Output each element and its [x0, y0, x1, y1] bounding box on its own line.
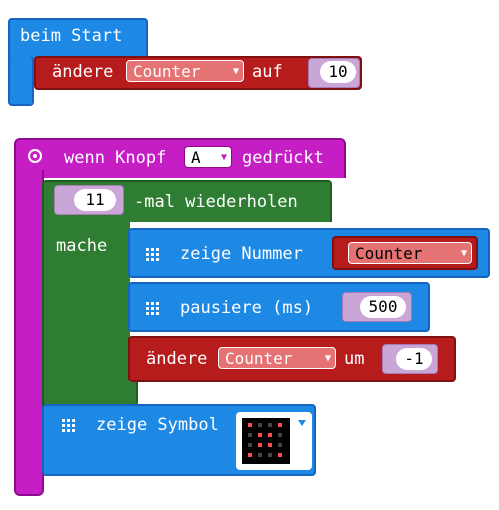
- change-counter-variable-dropdown[interactable]: Counter ▼: [218, 347, 336, 369]
- pause-label: pausiere (ms): [180, 298, 314, 318]
- on-start-body: [8, 56, 34, 106]
- show-number-variable-text: Counter: [355, 244, 423, 263]
- target-icon: [28, 149, 42, 163]
- led-pattern-icon[interactable]: [236, 412, 312, 470]
- counter-variable-text: Counter: [133, 62, 201, 81]
- on-button-hat[interactable]: [14, 138, 346, 178]
- change-counter-variable-text: Counter: [225, 349, 293, 368]
- repeat-do-label: mache: [56, 236, 108, 256]
- repeat-count-input[interactable]: 11: [74, 189, 116, 211]
- change-counter-middle: um: [344, 349, 365, 369]
- show-number-label: zeige Nummer: [180, 244, 303, 264]
- set-counter-prefix: ändere: [52, 62, 114, 82]
- on-button-spine: [14, 170, 44, 496]
- chevron-down-icon: ▼: [220, 152, 227, 163]
- show-number-variable-dropdown[interactable]: Counter ▼: [348, 242, 472, 264]
- set-value-input[interactable]: 10: [320, 61, 356, 83]
- grid-icon: [62, 418, 76, 432]
- grid-icon: [146, 247, 160, 261]
- on-button-suffix: gedrückt: [242, 148, 324, 168]
- repeat-label: -mal wiederholen: [134, 192, 298, 212]
- chevron-down-icon: ▼: [232, 66, 239, 77]
- change-value-input[interactable]: -1: [396, 348, 432, 370]
- grid-icon: [146, 301, 160, 315]
- change-counter-prefix: ändere: [146, 349, 208, 369]
- counter-variable-dropdown[interactable]: Counter ▼: [126, 60, 244, 82]
- chevron-down-icon: ▼: [460, 248, 467, 259]
- button-dropdown-text: A: [191, 148, 201, 167]
- pause-value-input[interactable]: 500: [360, 296, 406, 318]
- on-button-prefix: wenn Knopf: [64, 148, 167, 168]
- chevron-down-icon: ▼: [324, 353, 331, 364]
- button-dropdown[interactable]: A ▼: [184, 146, 232, 168]
- repeat-bottom: [42, 382, 138, 406]
- on-start-label: beim Start: [20, 26, 123, 46]
- show-icon-label: zeige Symbol: [96, 415, 219, 435]
- set-counter-middle: auf: [252, 62, 283, 82]
- repeat-spine: [42, 220, 130, 406]
